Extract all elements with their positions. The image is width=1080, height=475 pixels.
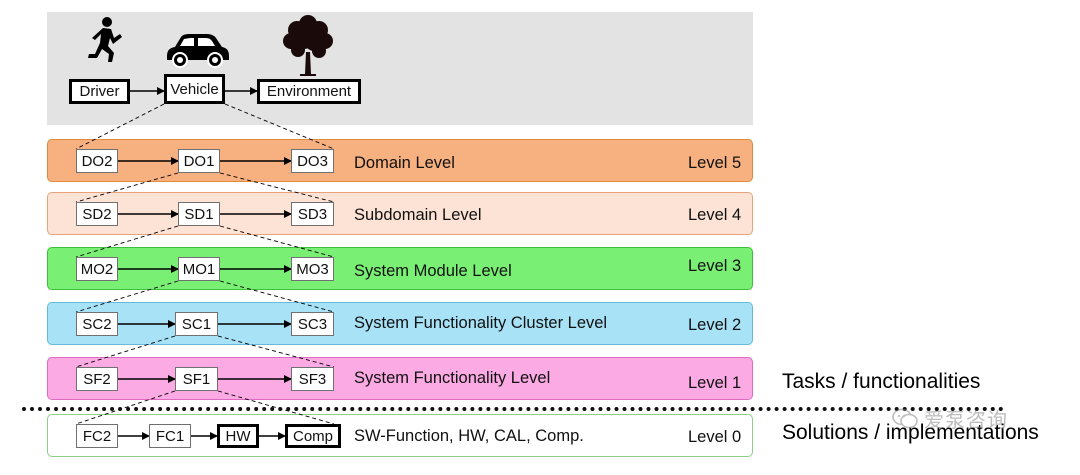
node-do1: DO1 — [178, 149, 220, 173]
context-area — [47, 12, 753, 125]
node-sf1: SF1 — [175, 367, 218, 391]
node-hw: HW — [217, 424, 259, 448]
watermark-text: 爱泵咨询 — [924, 408, 1008, 432]
band-label-level1: System Functionality Level — [354, 369, 551, 387]
node-mo3: MO3 — [291, 257, 334, 281]
node-do2: DO2 — [76, 149, 118, 173]
running-person-icon — [88, 17, 122, 62]
node-comp: Comp — [285, 424, 341, 448]
watermark: 爱泵咨询 — [892, 404, 1008, 433]
band-label-level5: Domain Level — [354, 154, 455, 172]
level-number-2: Level 2 — [688, 316, 742, 334]
node-fc2: FC2 — [76, 424, 118, 448]
node-fc1: FC1 — [149, 424, 191, 448]
band-label-level4: Subdomain Level — [354, 206, 482, 224]
vehicle-box: Vehicle — [164, 74, 225, 104]
dotted-divider — [22, 407, 1004, 411]
band-label-level0: SW-Function, HW, CAL, Comp. — [354, 427, 584, 445]
node-do3: DO3 — [291, 149, 334, 173]
environment-box: Environment — [257, 79, 361, 104]
driver-box: Driver — [69, 79, 130, 104]
node-sf2: SF2 — [76, 367, 118, 391]
level-number-4: Level 4 — [688, 206, 742, 224]
tree-icon — [283, 15, 333, 76]
wechat-icon — [892, 408, 918, 428]
band-label-level3: System Module Level — [354, 262, 512, 280]
level-number-0: Level 0 — [688, 428, 742, 446]
band-label-level2: System Functionality Cluster Level — [354, 314, 608, 332]
car-icon — [167, 34, 229, 68]
node-sc2: SC2 — [76, 312, 118, 336]
node-sd1: SD1 — [178, 202, 220, 226]
level-number-3: Level 3 — [688, 257, 742, 275]
tasks-label: Tasks / functionalities — [782, 370, 981, 393]
node-mo1: MO1 — [178, 257, 220, 281]
node-sc3: SC3 — [291, 312, 334, 336]
node-sd3: SD3 — [291, 202, 334, 226]
level-number-5: Level 5 — [688, 154, 742, 172]
node-sf3: SF3 — [291, 367, 334, 391]
node-sc1: SC1 — [175, 312, 218, 336]
level-number-1: Level 1 — [688, 374, 742, 392]
solutions-label: Solutions / implementations — [782, 421, 1039, 444]
node-sd2: SD2 — [76, 202, 118, 226]
node-mo2: MO2 — [76, 257, 118, 281]
